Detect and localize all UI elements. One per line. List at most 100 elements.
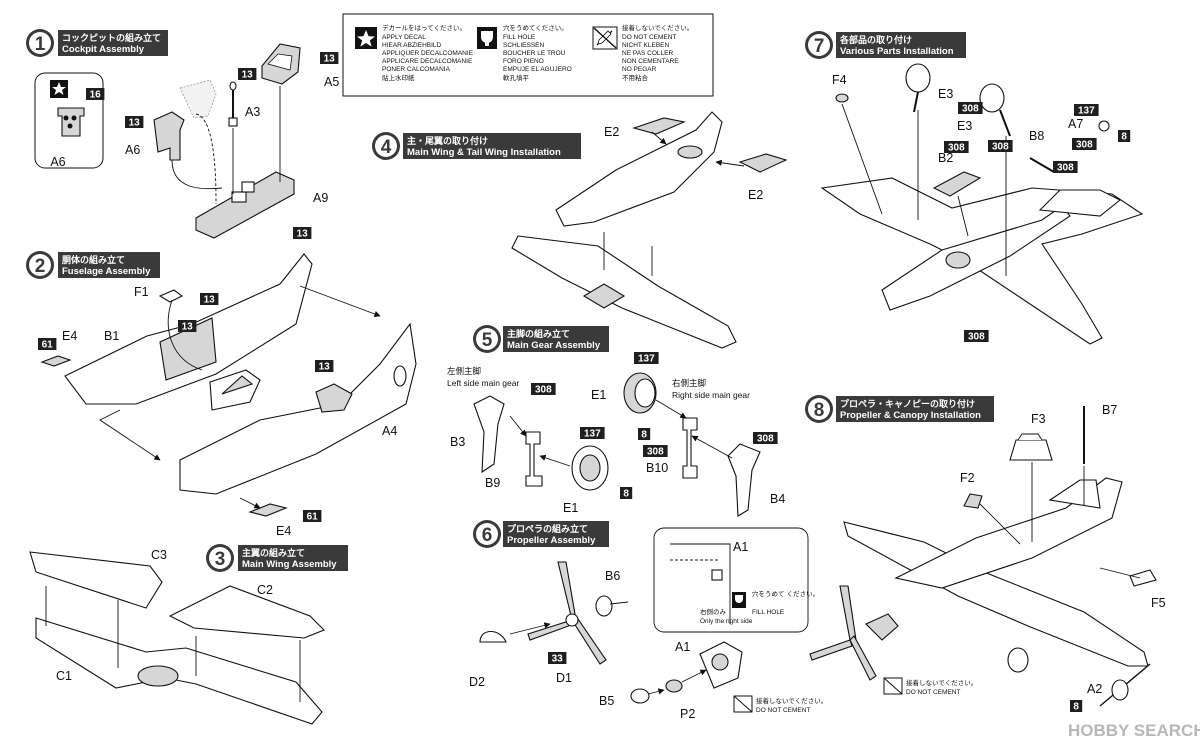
part-label: B9 [485, 476, 500, 490]
color-code-chip-bg [958, 102, 983, 114]
step-number: 1 [35, 34, 46, 55]
step-7-drawing: F4 E3 E3 B2 B8 A7 [820, 63, 1144, 345]
color-code-chips: 13 13 13 13 16 13 13 13 61 61 308 137 137 8 308 8 308 33 1… [38, 52, 1131, 713]
step-number: 2 [35, 256, 46, 277]
part-label: B3 [450, 435, 465, 449]
color-code-chip: 13 [320, 52, 339, 65]
color-code-chip: 137 [634, 352, 659, 365]
color-code-text: 308 [647, 447, 664, 458]
step-title-jp: プロペラ・キャノピーの取り付け [840, 398, 975, 410]
step-title-en: Fuselage Assembly [62, 266, 151, 277]
part-label: A7 [1068, 117, 1083, 131]
step-8-drawing: 接着しないでください。 DO NOT CEMENT B7 F3 F2 F5 A2 [809, 403, 1166, 707]
color-code-text: 308 [1076, 140, 1093, 151]
legend-fill-line: FILL HOLE [503, 34, 536, 41]
step-number: 8 [814, 400, 825, 421]
color-code-chip: 308 [1072, 138, 1097, 151]
color-code-text: 308 [962, 104, 979, 115]
color-code-chip-bg [638, 428, 651, 440]
inset-box [653, 527, 809, 633]
color-code-chip-bg [293, 227, 312, 239]
step-title-jp: 主脚の組み立て [507, 328, 570, 340]
legend-fill-line: 穴をうめてください。 [503, 23, 568, 32]
color-code-chip: 308 [531, 383, 556, 396]
part-label: P2 [680, 707, 695, 721]
step-number: 3 [215, 549, 226, 570]
color-code-chip: 13 [178, 320, 197, 333]
inset-fill-jp: 穴をうめて ください。 [752, 589, 819, 598]
color-code-text: 33 [552, 654, 564, 665]
legend-decal-line: デカールをはってください。 [382, 23, 466, 32]
part-label: E4 [62, 329, 77, 343]
part-label: A2 [1087, 682, 1102, 696]
no-cement-icon [733, 695, 753, 713]
step-title-en: Propeller & Canopy Installation [840, 410, 981, 421]
color-code-chip-bg [38, 338, 57, 350]
color-code-text: 61 [307, 512, 319, 523]
step-title-jp: 主翼の組み立て [242, 547, 305, 559]
legend-fill-line: 軟孔填平 [503, 73, 530, 82]
color-code-text: 137 [584, 429, 601, 440]
color-code-text: 13 [242, 70, 254, 81]
step-4-banner: 4 主・尾翼の取り付け Main Wing & Tail Wing Instal… [372, 132, 581, 160]
part-label: F5 [1151, 596, 1166, 610]
legend-fill-line: BOUCHER LE TROU [503, 50, 566, 57]
step-2-drawing: F1 E4 B1 A4 E4 [40, 253, 417, 538]
color-code-text: 13 [129, 118, 141, 129]
gear-label-en: Right side main gear [672, 390, 750, 400]
color-code-chip-bg [303, 510, 322, 522]
color-code-chip-bg [634, 352, 659, 364]
step-number: 5 [482, 330, 493, 351]
color-code-chip: 13 [200, 293, 219, 306]
legend-nocement-line: NICHT KLEBEN [622, 42, 670, 49]
part-label: A1 [675, 640, 690, 654]
step-1-banner: 1 コックピットの組み立て Cockpit Assembly [26, 29, 168, 57]
step-title-en: Main Gear Assembly [507, 340, 601, 351]
part-label: B1 [104, 329, 119, 343]
color-code-chip: 308 [1053, 161, 1078, 174]
part-label: B5 [599, 694, 614, 708]
color-code-chip-bg [620, 487, 633, 499]
no-cement-en: DO NOT CEMENT [756, 707, 810, 714]
step-4-drawing: E2 E2 [511, 111, 788, 349]
color-code-chip: 8 [620, 487, 633, 500]
legend-decal-line: PONER CALCOMANIA [382, 66, 451, 73]
step-title-jp: 胴体の組み立て [61, 254, 125, 266]
step-1-drawing: A5 A3 A6 A6 A9 [34, 43, 339, 239]
color-code-chip: 13 [315, 360, 334, 373]
color-code-chip: 13 [125, 116, 144, 129]
gear-label-jp: 左側主脚 [447, 366, 481, 377]
no-cement-icon [592, 26, 618, 50]
color-code-chip-bg [1074, 104, 1099, 116]
legend-nocement-line: 不用粘合 [622, 73, 649, 82]
legend-decal-line: APPLIQUER DECALCOMANIE [382, 50, 474, 57]
step-6-drawing: 穴をうめて ください。 FILL HOLE 右側のみ Only the righ… [469, 527, 827, 721]
color-code-chip-bg [238, 68, 257, 80]
step-3-banner: 3 主翼の組み立て Main Wing Assembly [206, 544, 348, 572]
part-label: B10 [646, 461, 668, 475]
part-label: E2 [604, 125, 619, 139]
gear-label-jp: 右側主脚 [672, 378, 706, 389]
color-code-text: 308 [992, 142, 1009, 153]
color-code-text: 13 [297, 229, 309, 240]
color-code-chip: 61 [38, 338, 57, 351]
legend-box: デカールをはってください。 APPLY DECAL HIEAR ABZIEHBI… [342, 13, 714, 97]
step-title-en: Various Parts Installation [840, 46, 954, 57]
step-title-en: Main Wing Assembly [242, 559, 337, 570]
color-code-chip-bg [988, 140, 1013, 152]
legend-fill-line: FORO PIENO [503, 58, 544, 65]
legend-nocement-line: 接着しないでください。 [622, 23, 693, 32]
part-label: E3 [938, 87, 953, 101]
color-code-chip: 137 [1074, 104, 1099, 117]
part-label: D1 [556, 671, 572, 685]
part-label: E2 [748, 188, 763, 202]
legend-nocement-line: NE PAS COLLER [622, 50, 673, 57]
part-label: F4 [832, 73, 847, 87]
color-code-chip: 16 [86, 88, 105, 101]
legend-nocement-line: DO NOT CEMENT [622, 34, 676, 41]
color-code-chip-bg [1072, 138, 1097, 150]
color-code-chip-bg [548, 652, 567, 664]
color-code-chip-bg [1053, 161, 1078, 173]
no-cement-jp: 接着しないでください。 [756, 696, 827, 705]
